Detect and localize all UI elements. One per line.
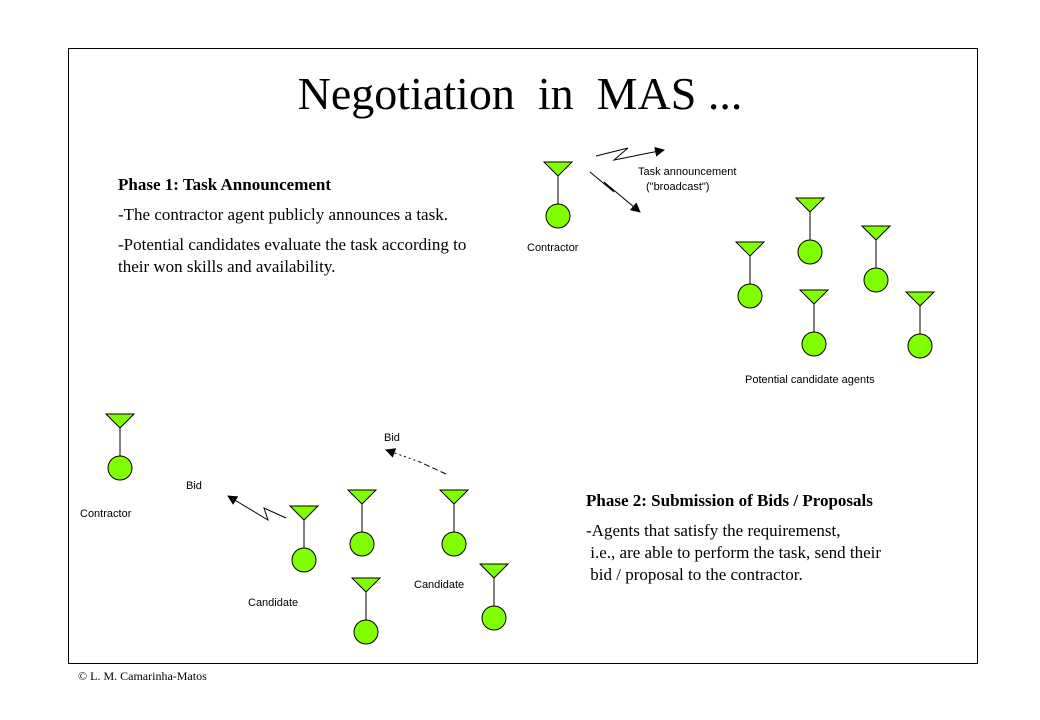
phase1-heading: Phase 1: Task Announcement [118, 175, 332, 194]
phase2-text-block: Phase 2: Submission of Bids / Proposals … [586, 490, 976, 594]
task-announcement-message-arrow [595, 146, 665, 161]
slide-title: Negotiation in MAS ... [297, 68, 743, 119]
task-announcement-broadcast-arrow [589, 171, 641, 213]
phase2-line-3: bid / proposal to the contractor. [586, 565, 803, 584]
task-announcement-label: Task announcement [638, 166, 736, 178]
phase1-bullet-1: -The contractor agent publicly announces… [118, 205, 448, 224]
phase1-candidate-agent [734, 241, 766, 309]
candidate-label-2: Candidate [414, 579, 464, 591]
phase2-contractor-agent [104, 413, 136, 481]
phase2-other-agent [478, 563, 510, 631]
phase2-contractor-label: Contractor [80, 508, 132, 520]
phase1-candidate-agent [798, 289, 830, 357]
phase2-line-1: -Agents that satisfy the requiremenst, [586, 521, 841, 540]
phase2-agents [104, 413, 510, 645]
phase1-candidate-agent [794, 197, 826, 265]
phase2-other-agent [350, 577, 382, 645]
slide-frame [68, 48, 978, 664]
phase2-line-2: i.e., are able to perform the task, send… [586, 543, 882, 562]
candidate-label-1: Candidate [248, 597, 298, 609]
bid-label-top: Bid [384, 432, 400, 444]
broadcast-label: ("broadcast") [646, 181, 709, 193]
phase1-candidate-agent [904, 291, 936, 359]
phase1-contractor-label: Contractor [527, 242, 579, 254]
phase2-bidding-candidate-agent [288, 505, 320, 573]
phase2-other-agent [346, 489, 378, 557]
bid-message-arrow-top [385, 448, 447, 475]
phase2-bidding-candidate-agent [438, 489, 470, 557]
potential-candidates-label: Potential candidate agents [745, 374, 875, 386]
phase1-text-block: Phase 1: Task Announcement -The contract… [118, 174, 488, 286]
bid-message-arrow-left [227, 495, 287, 522]
bid-label-left: Bid [186, 480, 202, 492]
phase1-contractor-agent [542, 161, 574, 229]
phase2-heading: Phase 2: Submission of Bids / Proposals [586, 491, 873, 510]
phase1-agents [542, 161, 936, 359]
phase1-bullet-2: -Potential candidates evaluate the task … [118, 235, 467, 276]
copyright-notice: © L. M. Camarinha-Matos [78, 669, 207, 683]
phase1-candidate-agent [860, 225, 892, 293]
